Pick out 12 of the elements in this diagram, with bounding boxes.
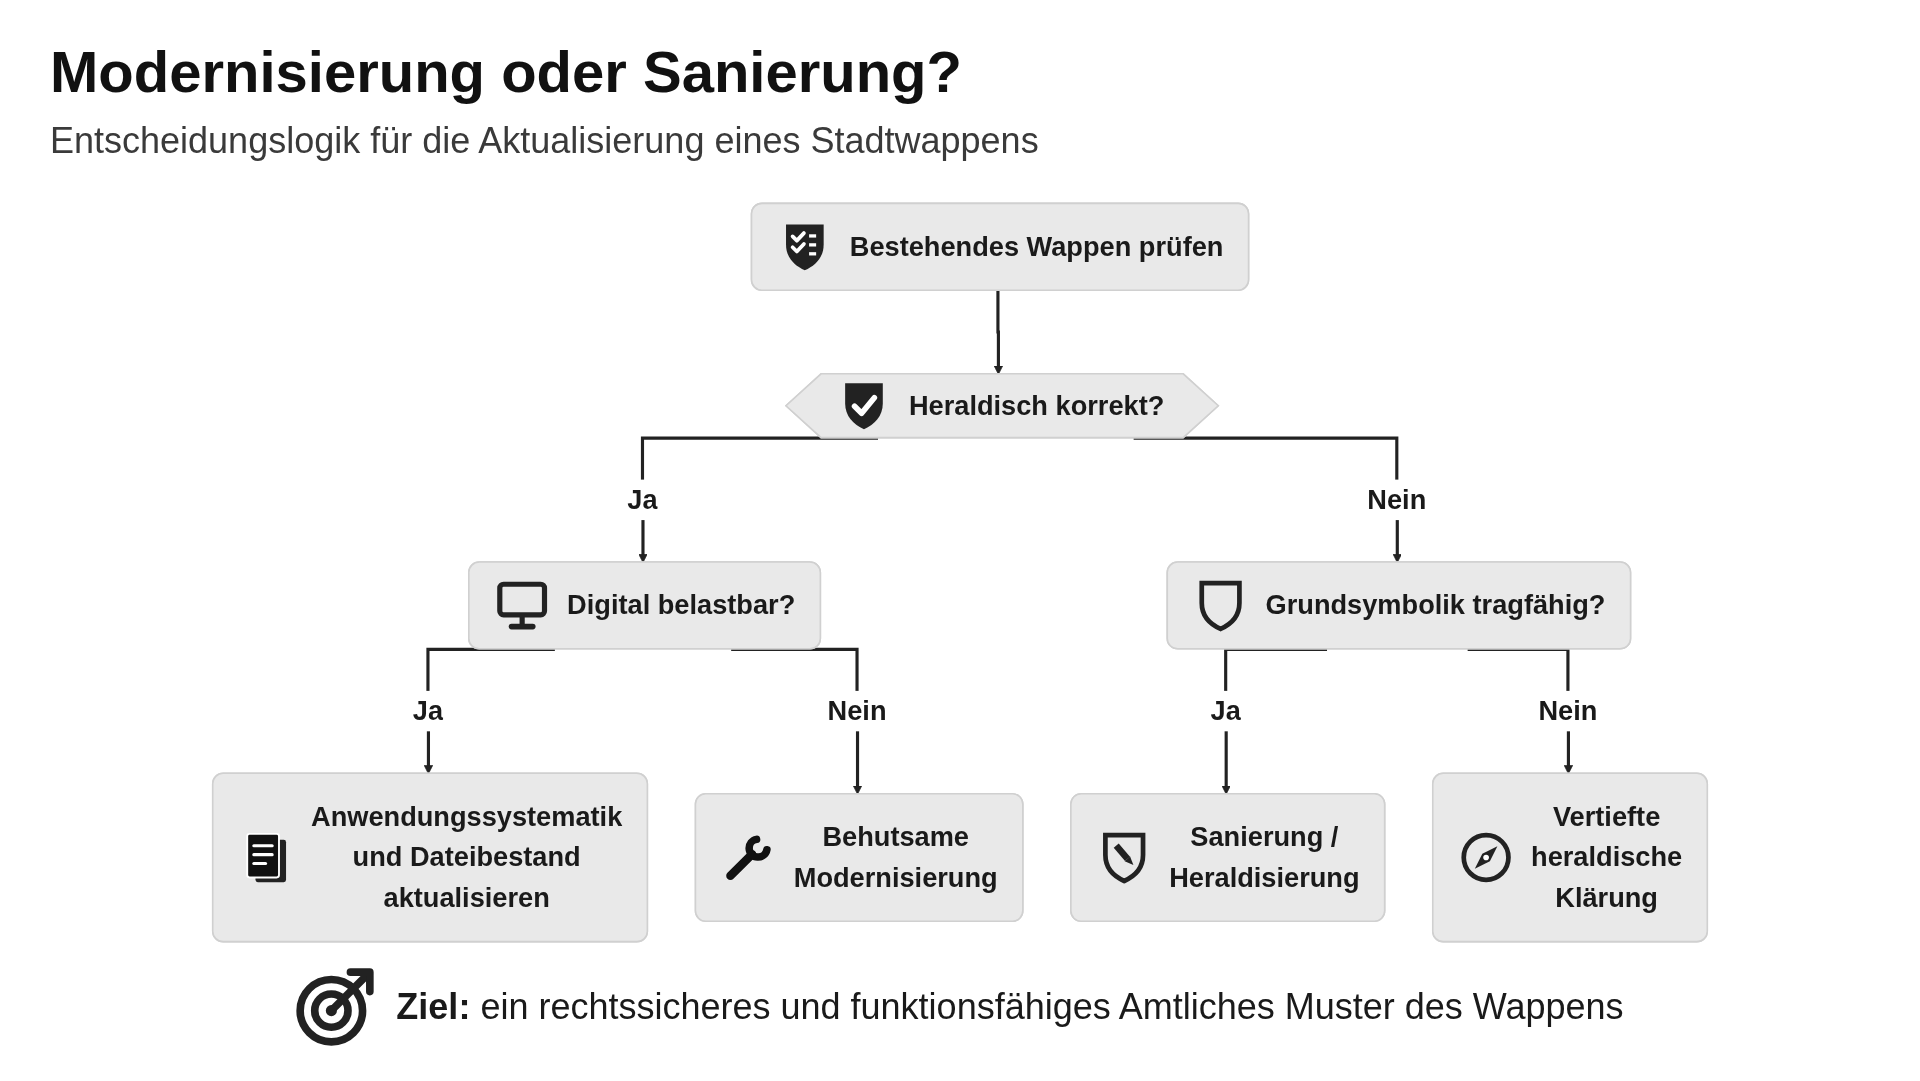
edge-label: Ja [627,483,658,515]
subtitle: Entscheidungslogik für die Aktualisierung eines Stadtwappens [50,120,1039,162]
edge-label: Nein [827,694,887,727]
edge-label: Nein [1367,483,1427,515]
edge-label: Ja [412,694,444,727]
edge-label: Nein [1538,694,1598,727]
edge-label: Ja [1210,694,1241,727]
caption: Ziel: ein rechtssicheres und funktionsfähiges Amtliches Muster des Wappens [396,986,1624,1028]
arrow [993,289,1003,375]
arrow [638,436,878,563]
arrow [1133,436,1402,563]
title: Modernisierung oder Sanierung? [50,38,962,105]
